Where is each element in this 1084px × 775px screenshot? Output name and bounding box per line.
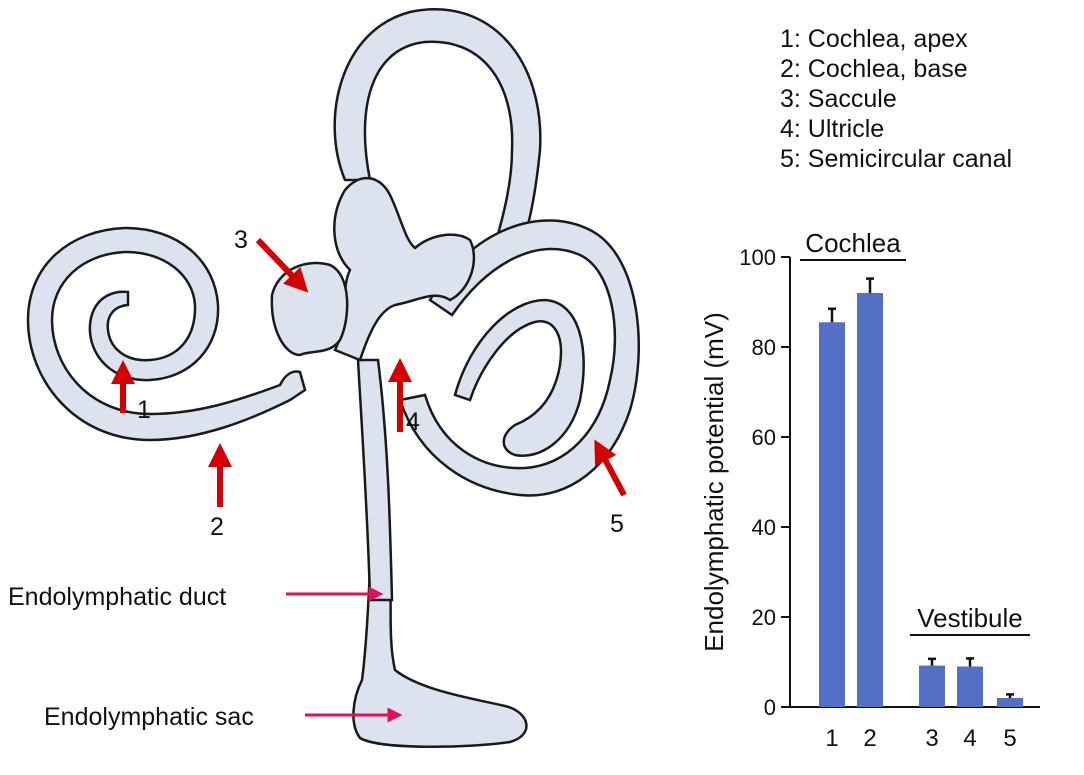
marker-label-5: 5 — [610, 510, 624, 538]
legend-item-2: 2: Cochlea, base — [780, 55, 968, 83]
bars — [819, 277, 1023, 707]
saccule — [270, 261, 349, 357]
x-tick-label: 3 — [925, 725, 938, 752]
group-label: Cochlea — [805, 228, 901, 258]
bar — [919, 665, 945, 707]
cochlea — [26, 226, 307, 442]
y-ticks: 0 20 40 60 80 100 — [739, 245, 790, 720]
legend-item-5: 5: Semicircular canal — [780, 145, 1013, 173]
y-tick-label: 0 — [764, 695, 776, 720]
bar-chart: Endolymphatic potential (mV) 02040608010… — [699, 228, 1040, 752]
y-tick-label: 20 — [752, 605, 776, 630]
diagram-markers: 1 2 3 4 5 — [111, 226, 627, 541]
diagram-pointers: Endolymphatic duct Endolymphatic sac — [8, 583, 403, 731]
marker-label-2: 2 — [210, 513, 224, 541]
marker-label-1: 1 — [137, 396, 151, 424]
y-tick-label: 80 — [752, 335, 776, 360]
x-tick-label: 5 — [1003, 725, 1016, 752]
legend-item-4: 4: Ultricle — [780, 115, 885, 143]
x-tick-label: 1 — [825, 725, 838, 752]
x-tick-label: 2 — [863, 725, 876, 752]
group-label: Vestibule — [917, 603, 1023, 633]
vestibule-body — [333, 176, 476, 362]
bar — [857, 293, 883, 707]
label-endolymphatic-duct: Endolymphatic duct — [8, 583, 226, 611]
legend: 1: Cochlea, apex 2: Cochlea, base 3: Sac… — [780, 24, 1012, 174]
y-tick-label: 100 — [739, 245, 776, 270]
y-axis-label: Endolymphatic potential (mV) — [699, 312, 729, 652]
horizontal-canal — [453, 298, 585, 457]
y-tick-label: 60 — [752, 425, 776, 450]
legend-item-1: 1: Cochlea, apex — [780, 25, 968, 53]
marker-label-3: 3 — [234, 226, 248, 254]
bar — [997, 698, 1023, 707]
endolymphatic-duct — [356, 358, 394, 602]
y-tick-label: 40 — [752, 515, 776, 540]
marker-label-4: 4 — [406, 408, 420, 436]
label-endolymphatic-sac: Endolymphatic sac — [44, 703, 254, 731]
bar — [957, 666, 983, 707]
marker-arrow-5 — [594, 439, 627, 497]
marker-arrow-3 — [255, 237, 309, 293]
bar — [819, 322, 845, 707]
x-tick-label: 4 — [963, 725, 976, 752]
legend-item-3: 3: Saccule — [780, 85, 897, 113]
inner-ear-diagram — [26, 8, 640, 749]
